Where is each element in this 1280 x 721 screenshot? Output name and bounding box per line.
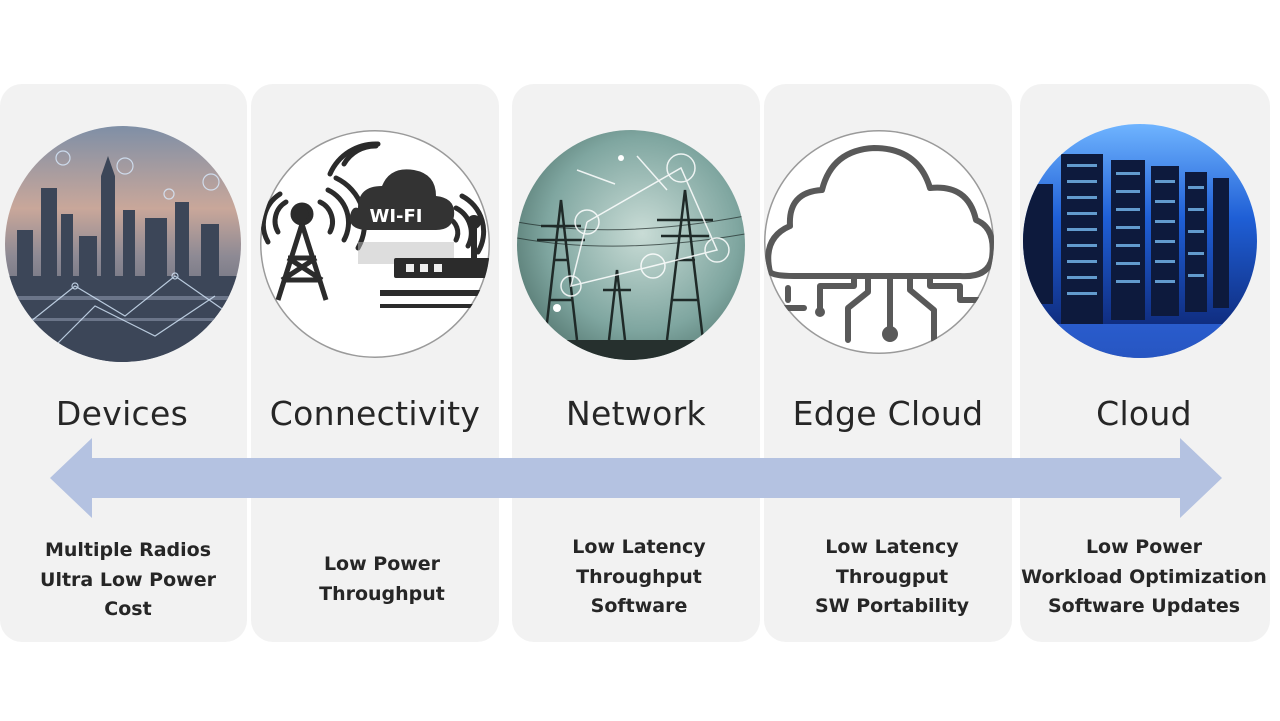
requirement-item: Low Latency [825, 536, 959, 558]
cloud-circuit-icon [764, 130, 994, 354]
requirements-cloud: Low Power Workload Optimization Software… [1019, 533, 1269, 622]
wifi-badge: WI-FI [369, 206, 422, 227]
requirement-item: Ultra Low Power [40, 568, 216, 591]
requirement-item: Low Latency [572, 536, 706, 558]
requirements-connectivity: Low Power Throughput [257, 550, 507, 609]
wifi-tower-icon: WI-FI [260, 130, 490, 358]
requirement-item: Throughput [576, 565, 702, 588]
power-grid-icon [517, 130, 745, 360]
server-rack-icon [1023, 124, 1257, 358]
stage-label-cloud: Cloud [1096, 394, 1192, 433]
requirement-item: Throughput [319, 582, 445, 605]
requirement-item: Multiple Radios [44, 539, 212, 561]
requirement-item: Cost [104, 598, 152, 620]
requirement-item: Low Power [1085, 536, 1203, 558]
stage-label-edge-cloud: Edge Cloud [792, 394, 984, 433]
requirement-item: SW Portability [814, 595, 970, 617]
requirements-network: Low Latency Throughput Software [514, 533, 764, 622]
requirements-edge-cloud: Low Latency Througput SW Portability [767, 533, 1017, 622]
stage-label-connectivity: Connectivity [269, 394, 481, 433]
requirement-item: Software [590, 595, 688, 617]
smart-city-icon [5, 126, 241, 362]
requirement-item: Workload Optimization [1021, 565, 1267, 588]
stage-label-devices: Devices [55, 394, 189, 433]
requirement-item: Low Power [323, 553, 441, 575]
requirement-item: Througput [835, 565, 949, 588]
requirements-devices: Multiple Radios Ultra Low Power Cost [3, 536, 253, 625]
stage-label-network: Network [566, 394, 706, 433]
requirement-item: Software Updates [1047, 595, 1241, 617]
